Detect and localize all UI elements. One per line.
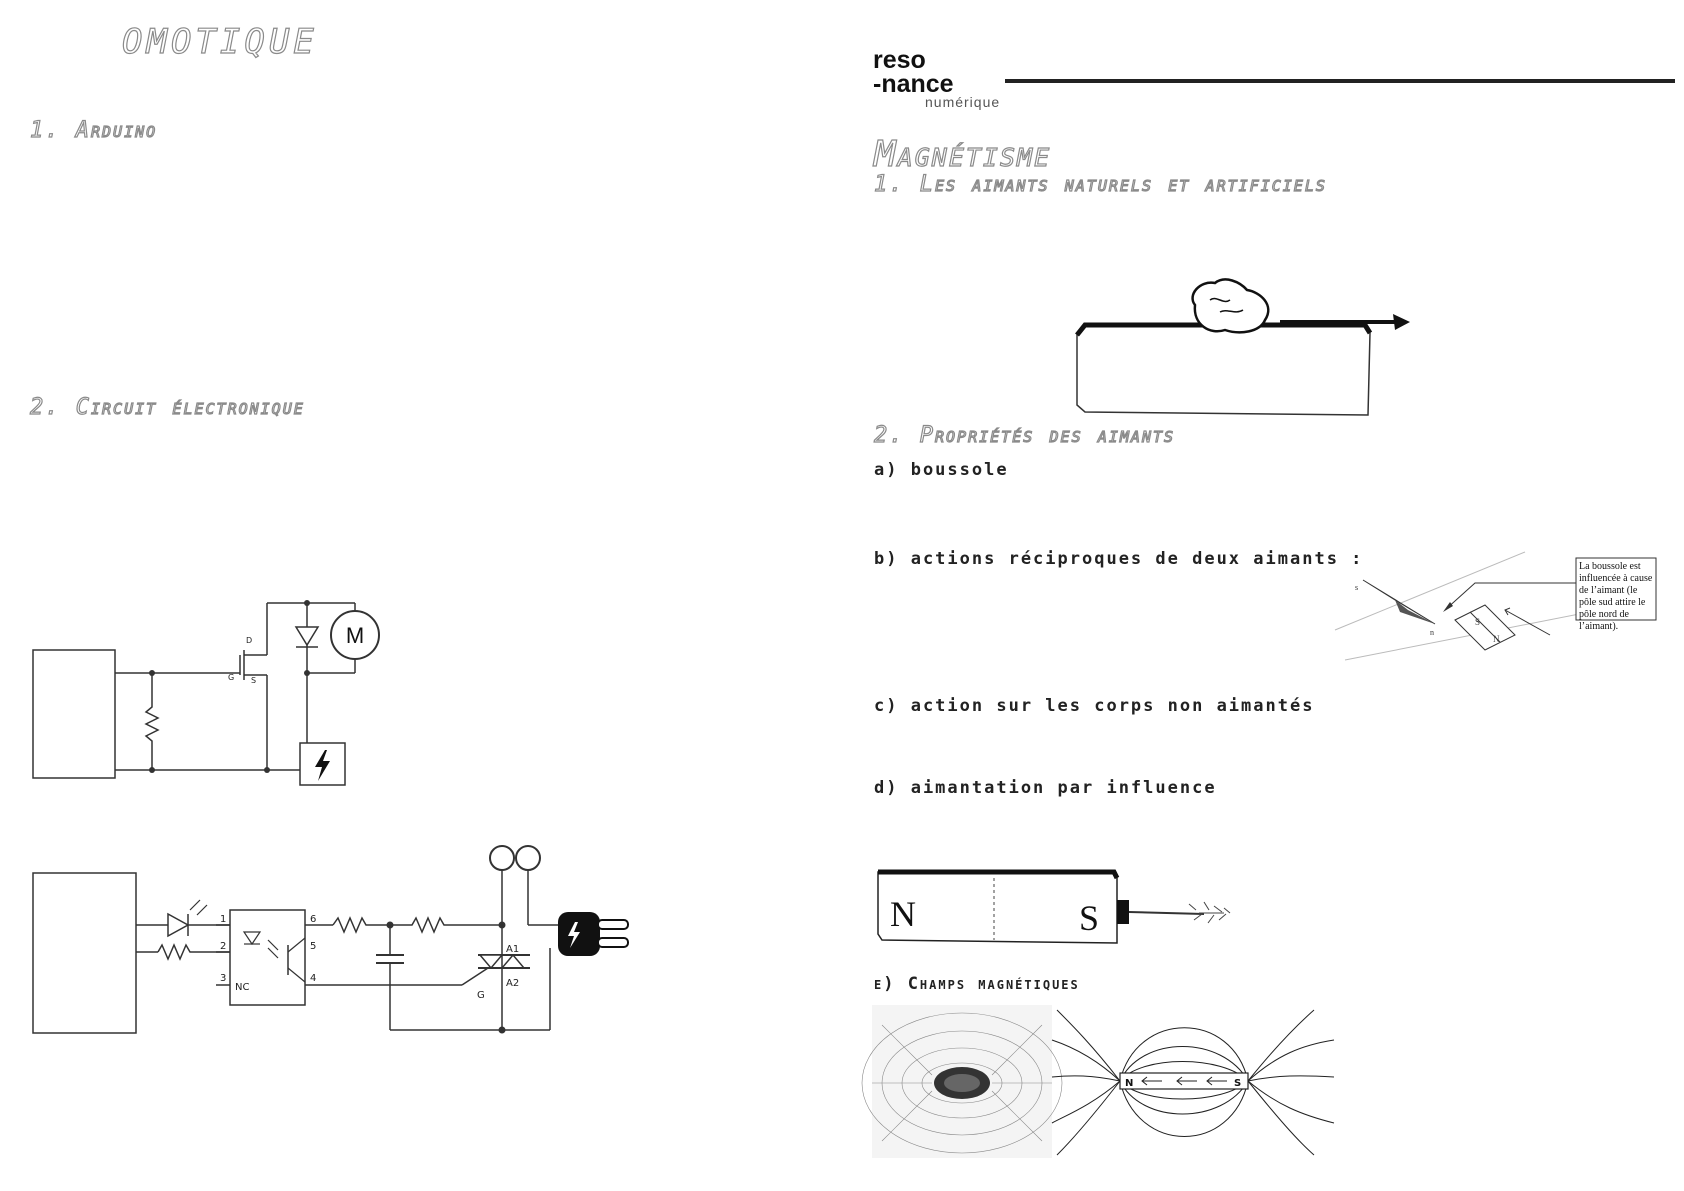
power-supply-icon (315, 750, 330, 781)
triac-a1: A1 (506, 944, 519, 955)
optotriac-circuit: 1 2 3 NC 6 5 4 A1 A2 G (32, 845, 629, 1034)
item-champs: e) Champs magnétiques (874, 974, 1080, 994)
item-action-corps: c) action sur les corps non aimantés (874, 696, 1315, 716)
mosfet-motor-circuit: M D G S (32, 600, 380, 786)
logo: reso -nance numérique (873, 46, 1001, 111)
compass-magnet-n: N (1493, 634, 1500, 644)
opto-pin-4: 4 (310, 973, 316, 984)
mosfet-pin-g: G (228, 673, 234, 682)
magnet-s-label: S (1079, 898, 1099, 938)
compass-s-label: s (1355, 583, 1358, 592)
item-aimantation: d) aimantation par influence (874, 778, 1217, 798)
opto-pin-1: 1 (220, 914, 226, 925)
opto-pin-6: 6 (310, 914, 316, 925)
iron-filings-field (861, 1005, 1063, 1158)
arrow-right-icon (1393, 314, 1410, 330)
field-n-label: N (1125, 1078, 1133, 1089)
mosfet-pin-d: D (246, 636, 252, 645)
left-section-circuit: 2. Circuit électronique (29, 394, 305, 420)
bar-magnet-illustration: N S (877, 869, 1231, 944)
compass-magnet-s: S (1475, 617, 1480, 627)
field-s-label: S (1234, 1078, 1241, 1089)
logo-line2: -nance (873, 70, 954, 98)
item-actions-reciproques: b) actions réciproques de deux aimants : (874, 549, 1364, 569)
right-page-title: Magnétisme (873, 133, 1052, 175)
opto-pin-5: 5 (310, 941, 316, 952)
opto-pin-nc: NC (235, 982, 249, 993)
compass-diagram: s n S N (1334, 551, 1657, 661)
magnet-n-label: N (890, 894, 916, 934)
right-section-aimants: 1. Les aimants naturels et artificiels (873, 171, 1327, 197)
opto-pin-3: 3 (220, 973, 226, 984)
item-boussole: a) boussole (874, 460, 1009, 480)
magnet-rock-illustration (1075, 278, 1410, 416)
mains-plug-icon (558, 912, 629, 956)
rock-icon (1191, 278, 1270, 334)
compass-n-label: n (1430, 628, 1434, 637)
logo-line3: numérique (925, 94, 1001, 110)
triac-g: G (477, 990, 485, 1001)
header-rule (1005, 79, 1675, 83)
triac-a2: A2 (506, 978, 519, 989)
opto-pin-2: 2 (220, 941, 226, 952)
left-section-arduino: 1. Arduino (29, 117, 158, 143)
compass-caption: La boussole est influencée à cause de l’… (1579, 561, 1653, 632)
left-page-title: OMOTIQUE (121, 21, 318, 62)
magnetic-field-lines: N S (1051, 1009, 1335, 1156)
logo-line1: reso (873, 46, 926, 74)
motor-label: M (346, 623, 364, 648)
mosfet-pin-s: S (251, 676, 256, 685)
right-section-proprietes: 2. Propriétés des aimants (873, 422, 1176, 448)
